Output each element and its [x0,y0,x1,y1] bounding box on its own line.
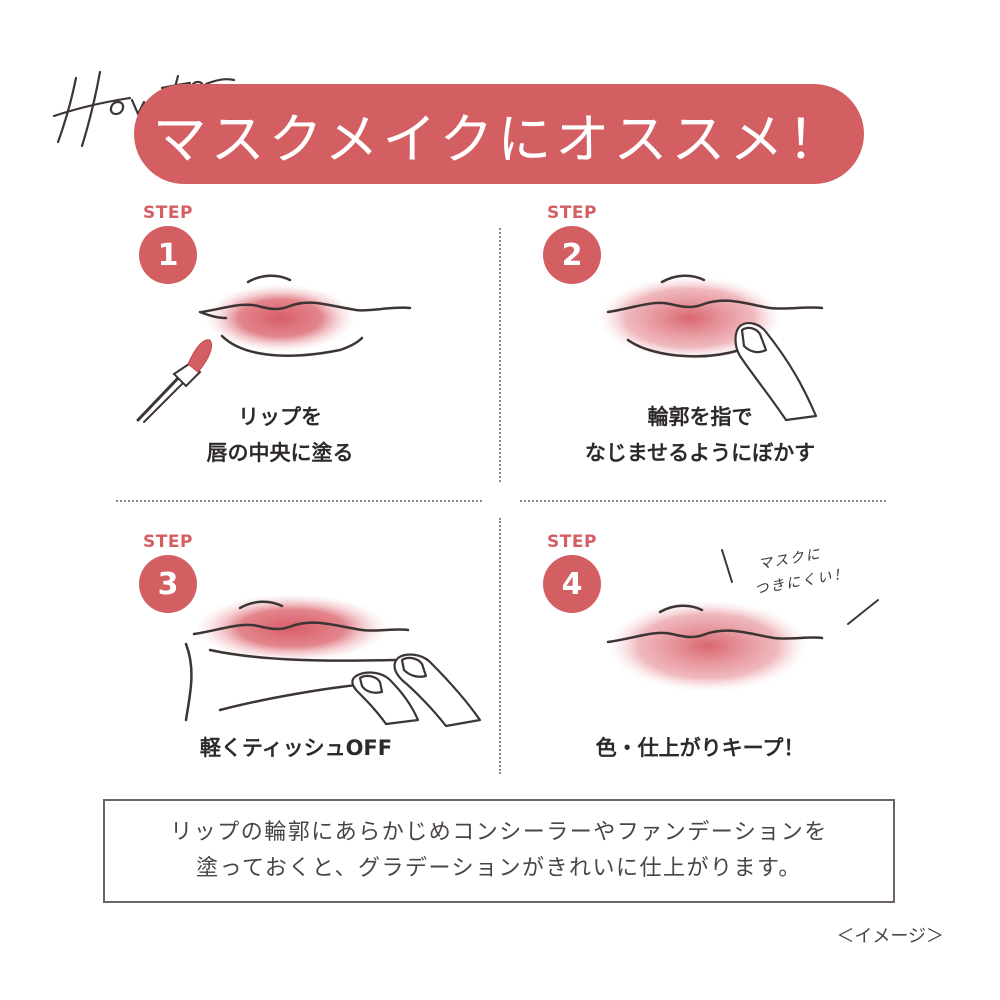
divider-vertical-top [499,228,501,482]
step-1-badge: 1 [139,226,197,284]
title-banner: マスクメイクにオススメ！ [134,84,864,184]
caption-line: 軽くティッシュOFF [199,736,393,760]
caption-line: リップを [238,405,322,429]
step-2-label: STEP [547,203,597,223]
caption-line: 色・仕上がりキープ！ [595,736,805,760]
caption-line: 唇の中央に塗る [206,441,354,465]
step-2-badge: 2 [543,226,601,284]
divider-vertical-bottom [499,518,501,774]
tip-line: リップの輪郭にあらかじめコンシーラーやファンデーションを [170,820,828,845]
step-3-label: STEP [143,532,193,552]
lips-with-finger-illustration [598,274,824,422]
step-1-caption: リップを 唇の中央に塗る [190,399,370,471]
note-accent-lines [721,549,879,625]
divider-horizontal-right [520,500,886,502]
step-1-label: STEP [143,203,193,223]
caption-line: なじませるようにぼかす [584,441,816,465]
image-note: ＜イメージ＞ [836,926,944,947]
step-2-caption: 輪郭を指で なじませるようにぼかす [550,399,850,471]
page-title: マスクメイクにオススメ！ [152,107,846,171]
divider-horizontal-left [116,500,482,502]
lips-with-brush-illustration [136,274,412,423]
handwritten-note: マスクに つきにくい！ [712,540,892,650]
caption-line: 輪郭を指で [647,405,753,429]
step-4-badge: 4 [543,555,601,613]
tip-line: 塗っておくと、グラデーションがきれいに仕上がります。 [196,856,802,881]
step-4-label: STEP [547,532,597,552]
step-3-caption: 軽くティッシュOFF [176,730,416,766]
finished-lips-illustration [606,600,824,692]
lips-with-tissue-illustration [184,594,482,728]
tip-box: リップの輪郭にあらかじめコンシーラーやファンデーションを 塗っておくと、グラデー… [103,799,895,903]
step-3-badge: 3 [139,555,197,613]
step-4-caption: 色・仕上がりキープ！ [580,730,820,766]
